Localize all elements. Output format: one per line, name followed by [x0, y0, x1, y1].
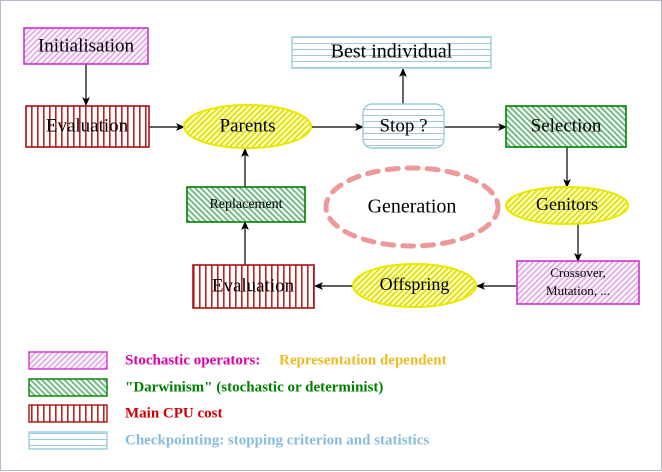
edges-layer	[82, 64, 582, 290]
legend-label-cpu: Main CPU cost	[125, 405, 223, 421]
legend-swatch-darwinism	[28, 378, 108, 397]
node-replacement[interactable]: Replacement	[186, 186, 306, 223]
node-selection[interactable]: Selection	[505, 105, 627, 148]
node-genitors-label: Genitors	[536, 194, 598, 214]
node-crossover-mutation[interactable]: Crossover, Mutation, ...	[516, 260, 640, 305]
node-parents[interactable]: Parents	[183, 104, 312, 149]
node-generation: Generation	[323, 165, 501, 249]
node-best-individual[interactable]: Best individual	[291, 36, 492, 69]
legend-label-stochastic: Stochastic operators:	[125, 352, 260, 368]
node-stop[interactable]: Stop ?	[362, 103, 445, 149]
node-genitors[interactable]: Genitors	[505, 186, 629, 225]
node-best-individual-label: Best individual	[331, 41, 453, 63]
node-selection-label: Selection	[531, 115, 602, 136]
node-generation-label: Generation	[368, 196, 457, 218]
legend-item-cpu: Main CPU cost	[28, 404, 223, 423]
node-offspring-label: Offspring	[380, 274, 450, 294]
node-evaluation-bottom-label: Evaluation	[212, 275, 295, 296]
legend-item-checkpointing: Checkpointing: stopping criterion and st…	[28, 431, 429, 450]
node-evaluation-top-label: Evaluation	[46, 115, 129, 136]
legend-label-representation: Representation dependent	[279, 352, 447, 368]
node-evaluation-bottom[interactable]: Evaluation	[192, 264, 315, 309]
legend-item-stochastic: Stochastic operators: Representation dep…	[28, 351, 447, 370]
node-stop-label: Stop ?	[379, 115, 427, 136]
node-offspring[interactable]: Offspring	[352, 263, 477, 308]
legend-swatch-checkpointing	[28, 431, 108, 450]
node-crossover-label-line1: Crossover,	[550, 265, 605, 280]
legend: Stochastic operators: Representation dep…	[28, 351, 447, 450]
node-initialisation-label: Initialisation	[38, 35, 135, 56]
legend-item-darwinism: "Darwinism" (stochastic or determinist)	[28, 378, 383, 397]
legend-label-darwinism: "Darwinism" (stochastic or determinist)	[125, 379, 383, 395]
legend-swatch-stochastic	[28, 351, 108, 370]
legend-label-checkpointing: Checkpointing: stopping criterion and st…	[125, 432, 429, 448]
node-evaluation-top[interactable]: Evaluation	[25, 105, 150, 148]
node-initialisation[interactable]: Initialisation	[23, 27, 149, 65]
node-crossover-label-line2: Mutation, ...	[546, 283, 610, 298]
node-parents-label: Parents	[220, 115, 276, 136]
node-replacement-label: Replacement	[209, 197, 282, 212]
nodes-layer: Initialisation Evaluation Parents Best i…	[23, 27, 640, 309]
legend-swatch-cpu	[28, 404, 108, 423]
